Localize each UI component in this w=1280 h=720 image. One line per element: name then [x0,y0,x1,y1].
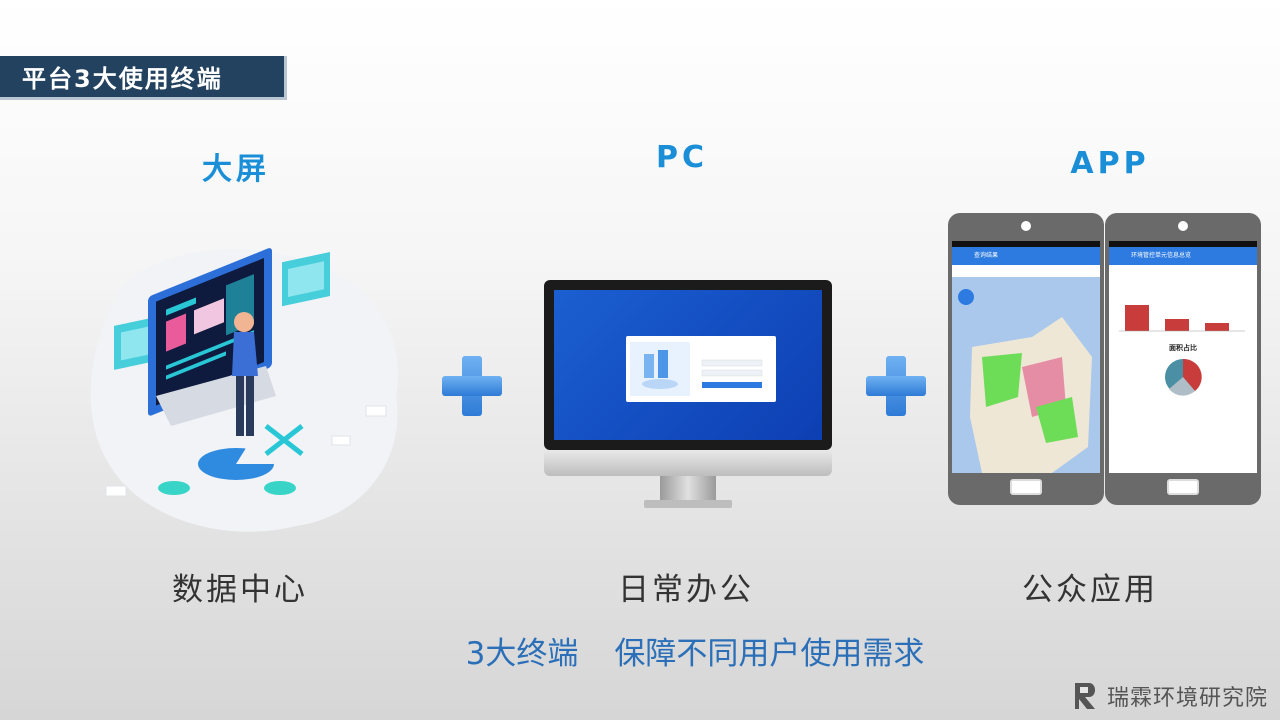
map-view [952,277,1100,473]
caption-pc: 日常办公 [618,572,754,608]
camera-icon [1021,221,1031,231]
plus-icon [442,356,502,416]
caption-big-screen: 数据中心 [172,572,308,608]
camera-icon [1178,221,1188,231]
pc-monitor [544,280,832,510]
caption-app: 公众应用 [1022,572,1158,608]
brand: 瑞霖环境研究院 [1071,680,1268,712]
tagline-part-2: 保障不同用户使用需求 [614,636,925,672]
home-button [1167,479,1199,495]
phone-overview: 环境管控单元信息总览 面积占比 [1105,213,1261,505]
login-card [626,336,776,402]
tagline: 3大终端保障不同用户使用需求 [0,628,1280,673]
plus-icon [866,356,926,416]
big-screen-illustration [90,248,398,532]
pc-screen [554,290,822,440]
phone-title: 环境管控单元信息总览 [1109,247,1257,265]
home-button [1010,479,1042,495]
phone-map: 查询结果 [948,213,1104,505]
brand-logo-icon [1074,683,1095,709]
phone-title: 查询结果 [952,247,1100,265]
pie-title: 面积占比 [1169,344,1197,352]
tagline-part-1: 3大终端 [465,636,579,672]
slide-title: 平台3大使用终端 [0,56,287,100]
brand-name: 瑞霖环境研究院 [1106,686,1268,711]
heading-big-screen: 大屏 [202,152,270,187]
heading-pc: PC [655,140,708,175]
heading-app: APP [1070,146,1150,181]
